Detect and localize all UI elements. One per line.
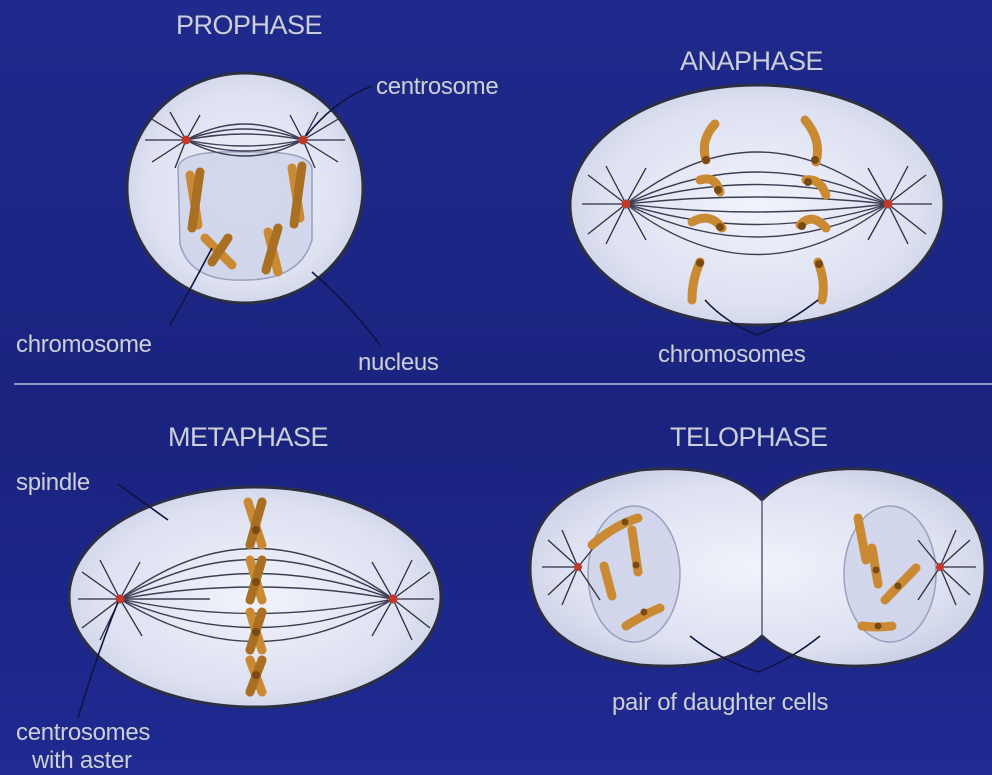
label-centrosomes-line2: with aster (31, 747, 132, 774)
metaphase-cell (69, 487, 441, 707)
anaphase-centrosome-left (622, 200, 631, 209)
prophase-centrosome-left (182, 136, 191, 145)
prophase-centrosome-right (299, 136, 308, 145)
title-anaphase: ANAPHASE (680, 46, 823, 76)
label-spindle: spindle (16, 469, 90, 496)
metaphase-centrosome-left (116, 595, 125, 604)
telophase-cells (530, 469, 985, 667)
title-telophase: TELOPHASE (670, 422, 828, 452)
metaphase-chromosomes (248, 502, 262, 692)
pointer-nucleus (312, 272, 380, 345)
prophase-cell (127, 73, 363, 303)
label-chromosome: chromosome (16, 331, 152, 358)
label-chromosomes: chromosomes (658, 341, 806, 368)
anaphase-centrosome-right (884, 200, 893, 209)
title-metaphase: METAPHASE (168, 422, 328, 452)
label-nucleus: nucleus (358, 349, 439, 376)
title-prophase: PROPHASE (176, 10, 322, 40)
metaphase-centrosome-right (389, 595, 398, 604)
label-daughter-cells: pair of daughter cells (612, 689, 828, 716)
anaphase-cell (570, 85, 944, 325)
label-centrosome: centrosome (376, 73, 498, 100)
label-centrosomes-line1: centrosomes (16, 719, 150, 746)
